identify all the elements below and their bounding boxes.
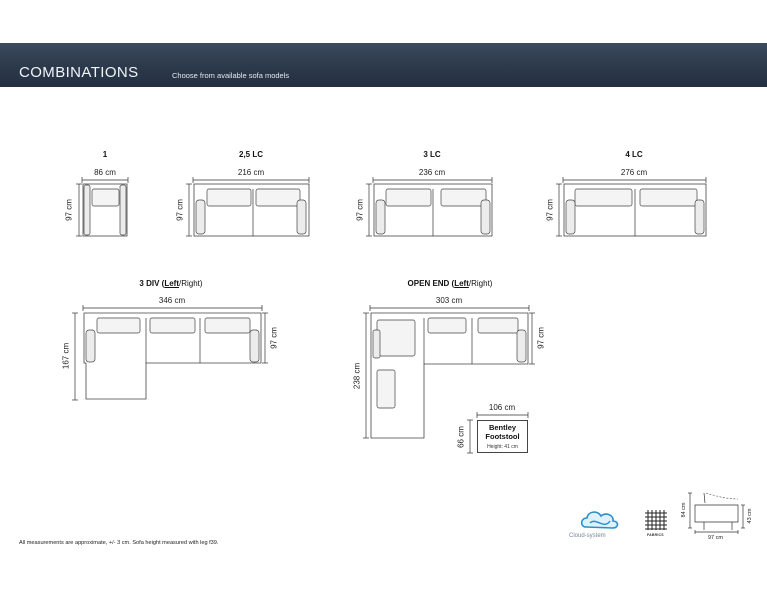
side-depth-label: 97 cm (708, 535, 723, 541)
header-banner: COMBINATIONS Choose from available sofa … (0, 43, 767, 87)
page-title: COMBINATIONS (19, 64, 139, 81)
model-3div-depth-right: 97 cm (269, 327, 279, 349)
model-openend-name: OPEN END (Left/Right) (407, 279, 493, 288)
footstool-box: Bentley Footstool Height: 41 cm (477, 420, 528, 453)
model-3lc-depth: 97 cm (355, 199, 365, 221)
model-25lc-width: 216 cm (237, 168, 265, 177)
cloud-system-label: Cloud-system (569, 533, 606, 539)
model-3lc-width: 236 cm (418, 168, 446, 177)
model-1-width: 86 cm (94, 168, 116, 177)
side-seat-height-label: 43 cm (747, 508, 753, 524)
model-openend-width: 303 cm (435, 296, 463, 305)
fabrics-icon (645, 510, 667, 530)
model-3div-drawing (72, 305, 268, 401)
model-4lc-width: 276 cm (620, 168, 648, 177)
model-4lc-depth: 97 cm (545, 199, 555, 221)
footnote: All measurements are approximate, +/- 3 … (19, 540, 219, 546)
model-3lc-drawing (366, 177, 493, 237)
model-openend-drawing (363, 305, 535, 439)
model-1-depth: 97 cm (64, 199, 74, 221)
footstool-depth: 66 cm (456, 426, 466, 448)
model-3div-depth-left: 167 cm (61, 342, 71, 370)
footstool-width: 106 cm (488, 403, 516, 412)
model-25lc-drawing (186, 177, 310, 237)
model-1-drawing (76, 177, 129, 237)
model-openend-depth-left: 238 cm (352, 362, 362, 390)
footstool-height: Height: 41 cm (487, 444, 518, 450)
model-3div-width: 346 cm (158, 296, 186, 305)
model-4lc-name: 4 LC (625, 150, 643, 159)
model-3div-name: 3 DIV (Left/Right) (139, 279, 203, 288)
model-4lc-drawing (556, 177, 707, 237)
footstool-dims (467, 412, 529, 454)
model-25lc-depth: 97 cm (175, 199, 185, 221)
side-height-label: 84 cm (681, 502, 687, 518)
model-3lc-name: 3 LC (423, 150, 441, 159)
footstool-name: Bentley Footstool (485, 423, 520, 441)
page-subtitle: Choose from available sofa models (172, 71, 290, 80)
model-25lc-name: 2,5 LC (238, 150, 264, 159)
side-view-drawing (688, 492, 745, 534)
model-openend-depth-right: 97 cm (536, 327, 546, 349)
cloud-system-logo (580, 511, 619, 529)
model-1-name: 1 (102, 150, 108, 159)
fabrics-label: FABRICS (647, 533, 664, 537)
